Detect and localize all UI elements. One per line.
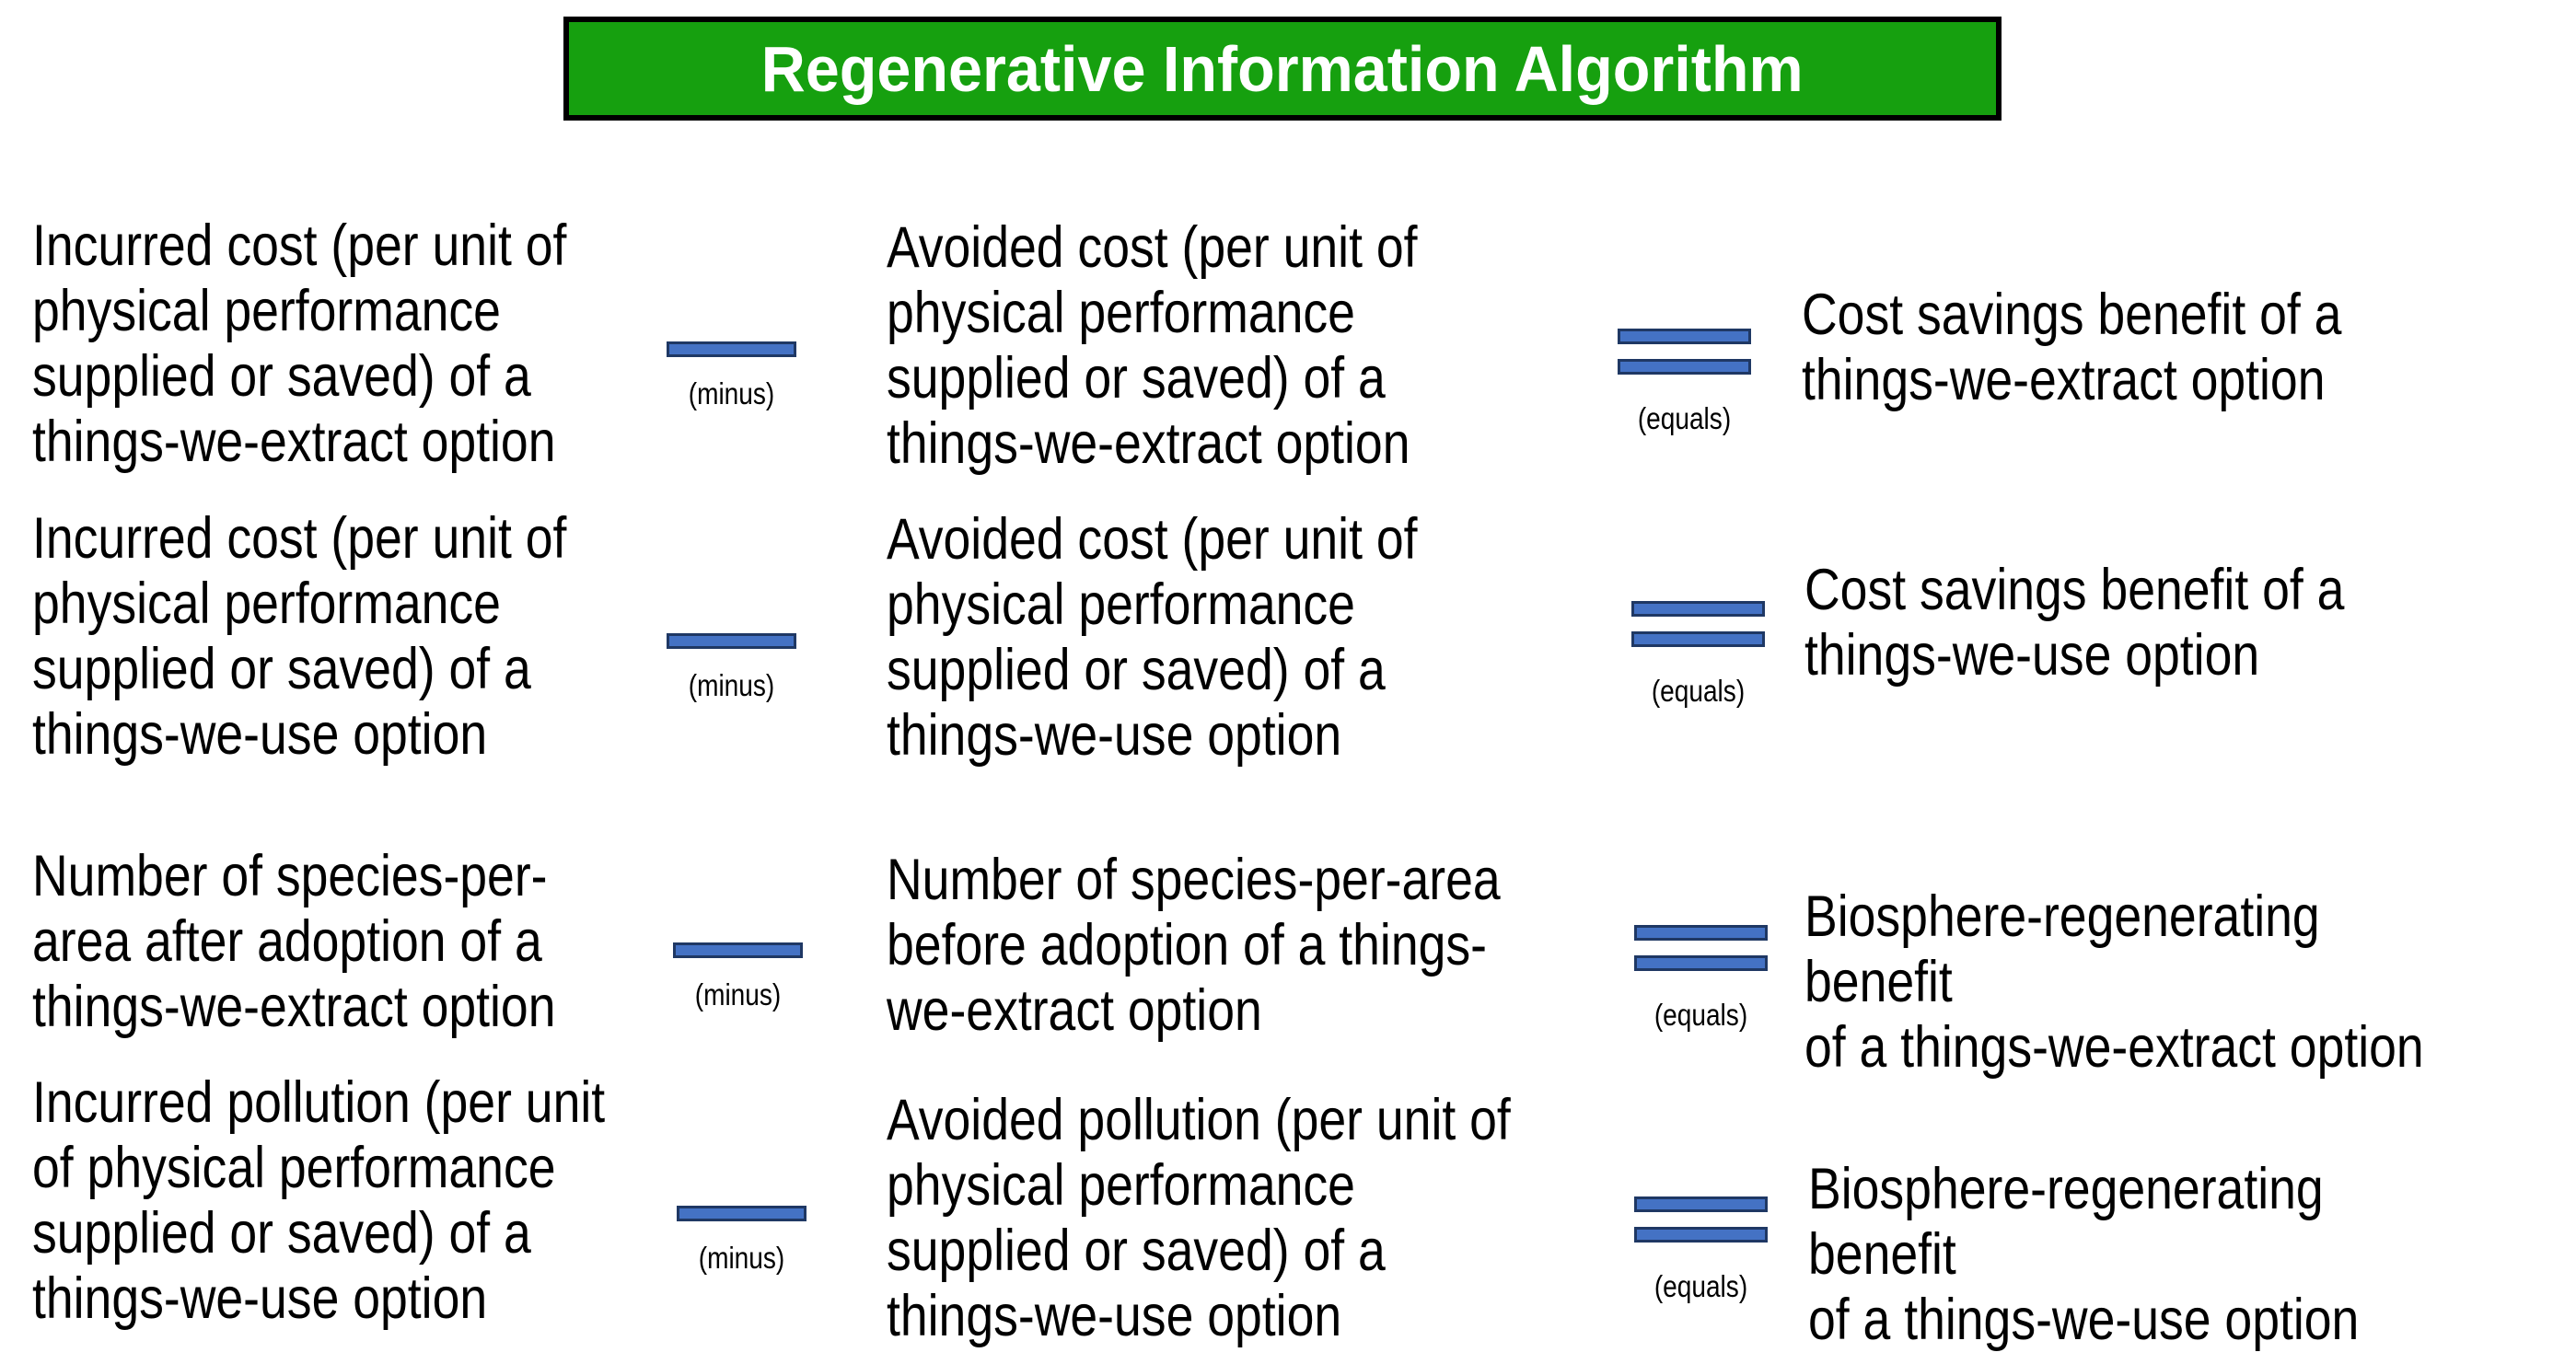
equals-bar-icon <box>1634 1227 1768 1243</box>
row1-left-operand: Incurred cost (per unit of physical perf… <box>32 214 567 474</box>
row1-equals-operator: (equals) <box>1618 329 1751 436</box>
row1-middle-operand: Avoided cost (per unit of physical perfo… <box>887 215 1418 476</box>
row3-equals-operator: (equals) <box>1634 925 1768 1033</box>
row3-middle-operand: Number of species-per-area before adopti… <box>887 848 1501 1043</box>
row4-middle-operand: Avoided pollution (per unit of physical … <box>887 1088 1511 1348</box>
equals-bar-icon <box>1631 631 1765 647</box>
title-banner: Regenerative Information Algorithm <box>563 17 2002 121</box>
row3-minus-operator: (minus) <box>673 942 803 1012</box>
row1-minus-operator: (minus) <box>667 341 796 411</box>
minus-label: (minus) <box>688 376 775 410</box>
page-title: Regenerative Information Algorithm <box>761 32 1804 105</box>
equals-bar-icon <box>1618 329 1751 344</box>
equals-bar-icon <box>1634 925 1768 941</box>
row4-equals-operator: (equals) <box>1634 1196 1768 1304</box>
equals-bar-icon <box>1634 1196 1768 1212</box>
minus-label: (minus) <box>698 1241 785 1275</box>
equals-label: (equals) <box>1654 1269 1748 1303</box>
minus-label: (minus) <box>688 668 775 702</box>
equals-label: (equals) <box>1637 401 1732 435</box>
row1-result-text: Cost savings benefit of a things-we-extr… <box>1802 283 2342 412</box>
minus-bar-icon <box>677 1206 806 1221</box>
row4-result-text: Biosphere-regenerating benefit of a thin… <box>1808 1157 2360 1352</box>
equals-bar-icon <box>1634 955 1768 971</box>
row3-result-text: Biosphere-regenerating benefit of a thin… <box>1804 884 2424 1080</box>
row2-left-operand: Incurred cost (per unit of physical perf… <box>32 506 567 767</box>
equals-bar-icon <box>1631 601 1765 617</box>
minus-label: (minus) <box>694 977 782 1011</box>
equals-label: (equals) <box>1651 674 1746 708</box>
minus-bar-icon <box>667 633 796 649</box>
equals-bar-icon <box>1618 359 1751 375</box>
minus-bar-icon <box>667 341 796 357</box>
row4-minus-operator: (minus) <box>677 1206 806 1276</box>
equals-label: (equals) <box>1654 998 1748 1032</box>
row4-left-operand: Incurred pollution (per unit of physical… <box>32 1070 606 1331</box>
row2-result-text: Cost savings benefit of a things-we-use … <box>1804 558 2345 688</box>
row2-equals-operator: (equals) <box>1631 601 1765 709</box>
row3-left-operand: Number of species-per- area after adopti… <box>32 844 556 1039</box>
minus-bar-icon <box>673 942 803 958</box>
row2-middle-operand: Avoided cost (per unit of physical perfo… <box>887 507 1418 768</box>
row2-minus-operator: (minus) <box>667 633 796 703</box>
